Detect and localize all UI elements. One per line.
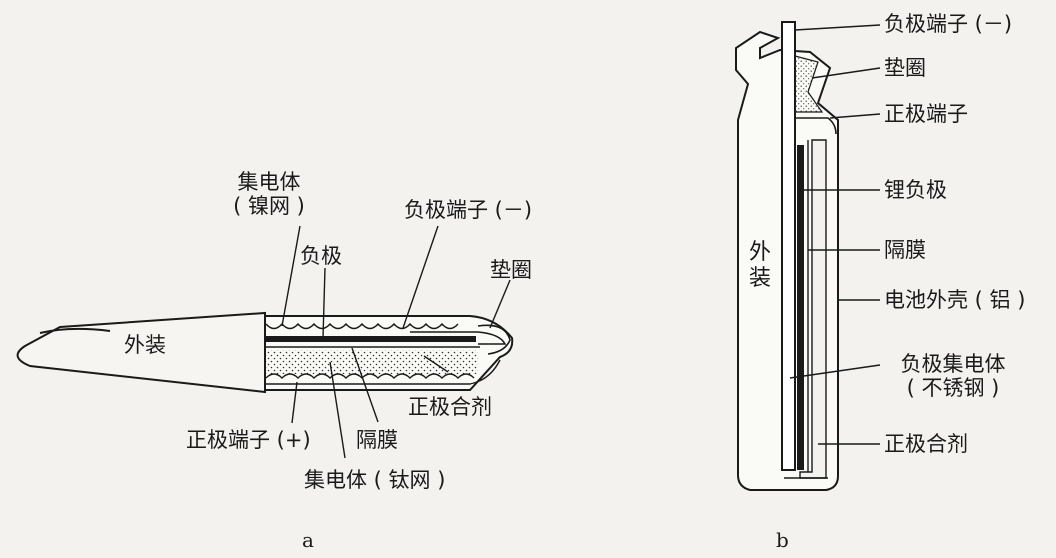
label-b-casing-vertical: 外装 bbox=[748, 240, 771, 291]
caption-a: a bbox=[302, 528, 314, 552]
label-a-negative-terminal: 负极端子 (－) bbox=[404, 198, 533, 222]
caption-b: b bbox=[776, 528, 789, 552]
label-b-negative-collector-line2: ( 不锈钢 ) bbox=[906, 376, 1000, 400]
figure-b-negative-terminal bbox=[781, 21, 796, 471]
label-b-negative-collector: 负极集电体 ( 不锈钢 ) bbox=[878, 352, 1028, 400]
label-a-collector-nickel-line2: ( 镍网 ) bbox=[233, 194, 305, 218]
figure-a-negative-terminal bbox=[410, 331, 507, 345]
label-a-collector-nickel-line1: 集电体 bbox=[237, 170, 301, 194]
figure-a-gasket bbox=[477, 324, 511, 355]
figure-b-leader-lines bbox=[789, 24, 881, 445]
figure-a-bottom-wrap bbox=[265, 359, 501, 385]
label-a-casing: 外装 bbox=[124, 333, 166, 357]
figure-b-lithium-negative bbox=[797, 145, 804, 470]
label-b-separator: 隔膜 bbox=[884, 238, 926, 262]
figure-a-nickel-mesh bbox=[265, 322, 459, 330]
label-b-battery-shell: 电池外壳 ( 铝 ) bbox=[884, 288, 1026, 312]
figure-a-titanium-mesh bbox=[265, 373, 475, 379]
label-a-collector-titanium: 集电体 ( 钛网 ) bbox=[304, 468, 446, 492]
label-b-lithium-negative: 锂负极 bbox=[884, 178, 947, 202]
figure-b-positive-terminal bbox=[795, 117, 837, 135]
figure-a-positive-mix bbox=[266, 350, 478, 374]
label-b-negative-collector-line1: 负极集电体 bbox=[900, 352, 1006, 376]
label-a-separator: 隔膜 bbox=[356, 428, 398, 452]
label-b-negative-terminal: 负极端子 (－) bbox=[884, 12, 1013, 36]
label-a-positive-terminal: 正极端子 (+) bbox=[186, 428, 311, 452]
figure-a-negative-electrode bbox=[266, 336, 476, 342]
figure-b-gasket bbox=[794, 55, 824, 113]
figure-a-casing-notch bbox=[39, 327, 111, 334]
label-a-negative: 负极 bbox=[300, 244, 342, 268]
label-a-collector-nickel: 集电体 ( 镍网 ) bbox=[224, 170, 314, 218]
figure-b-battery bbox=[735, 21, 881, 491]
label-b-positive-mix: 正极合剂 bbox=[884, 432, 968, 456]
figure-a-leader-lines bbox=[281, 225, 511, 459]
label-b-gasket: 垫圈 bbox=[884, 56, 926, 80]
label-b-positive-terminal: 正极端子 bbox=[884, 102, 968, 126]
label-a-positive-mix: 正极合剂 bbox=[408, 395, 492, 419]
figure-a-battery bbox=[16, 225, 514, 459]
figure-a-casing-outline bbox=[16, 311, 266, 394]
label-a-gasket: 垫圈 bbox=[490, 258, 532, 282]
